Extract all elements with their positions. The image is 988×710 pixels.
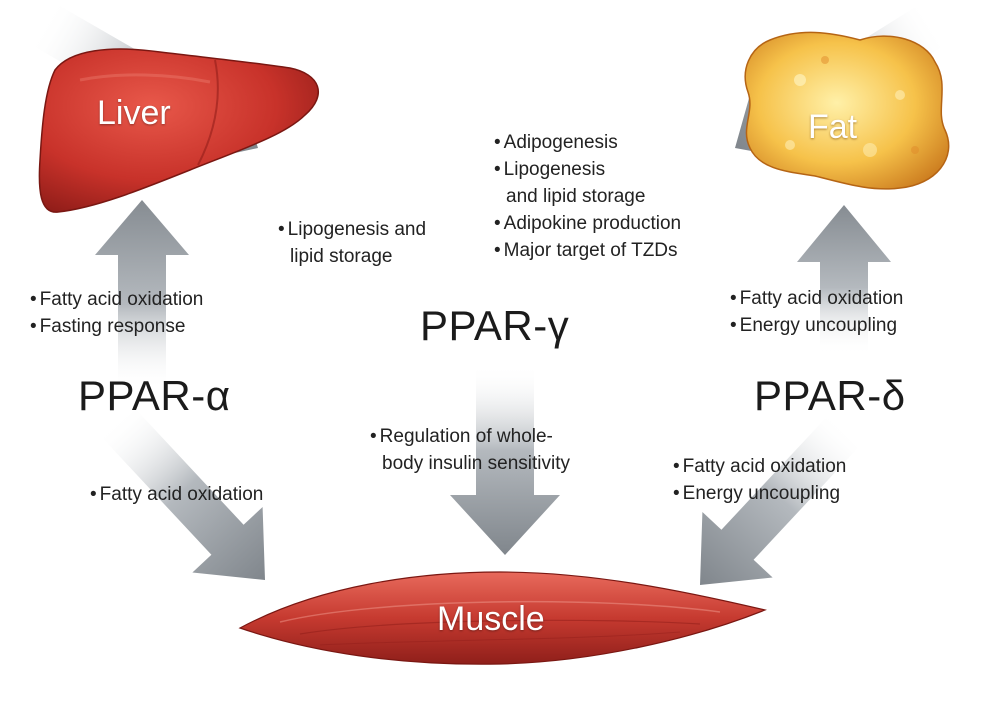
- note-item: Fatty acid oxidation: [730, 285, 904, 312]
- liver-label: Liver: [97, 94, 171, 132]
- note-item: body insulin sensitivity: [382, 453, 570, 474]
- note-item: Energy uncoupling: [730, 312, 903, 339]
- note-item: Fatty acid oxidation: [30, 286, 204, 313]
- note-item: Regulation of whole-: [370, 423, 570, 450]
- note-item: Lipogenesis: [494, 156, 681, 183]
- fat-label: Fat: [808, 108, 858, 146]
- note-item: Fatty acid oxidation: [90, 481, 264, 508]
- notes-gamma-to-fat: Adipogenesis Lipogenesis and lipid stora…: [494, 129, 681, 264]
- note-item: Energy uncoupling: [673, 480, 846, 507]
- note-item: Fatty acid oxidation: [673, 453, 847, 480]
- note-item: and lipid storage: [506, 186, 646, 207]
- note-item: Adipokine production: [494, 210, 681, 237]
- note-item: Major target of TZDs: [494, 237, 681, 264]
- arrow-gamma-to-muscle: [450, 365, 560, 555]
- note-item: Adipogenesis: [494, 129, 681, 156]
- notes-delta-to-fat: Fatty acid oxidation Energy uncoupling: [730, 285, 904, 339]
- notes-gamma-to-liver: Lipogenesis and lipid storage: [278, 216, 426, 270]
- ppar-delta-label: PPAR-δ: [754, 372, 906, 419]
- muscle-label: Muscle: [437, 600, 545, 638]
- notes-alpha-to-liver: Fatty acid oxidation Fasting response: [30, 286, 204, 340]
- liver-illustration: [38, 48, 320, 213]
- notes-gamma-to-muscle: Regulation of whole- body insulin sensit…: [370, 423, 570, 477]
- note-item: lipid storage: [290, 246, 393, 267]
- ppar-gamma-label: PPAR-γ: [420, 302, 570, 349]
- note-item: Fasting response: [30, 313, 203, 340]
- ppar-alpha-label: PPAR-α: [78, 372, 231, 419]
- note-item: Lipogenesis and: [278, 216, 426, 243]
- notes-alpha-to-muscle: Fatty acid oxidation: [90, 481, 264, 508]
- muscle-illustration: [238, 571, 767, 665]
- fat-illustration: [744, 31, 950, 190]
- notes-delta-to-muscle: Fatty acid oxidation Energy uncoupling: [673, 453, 847, 507]
